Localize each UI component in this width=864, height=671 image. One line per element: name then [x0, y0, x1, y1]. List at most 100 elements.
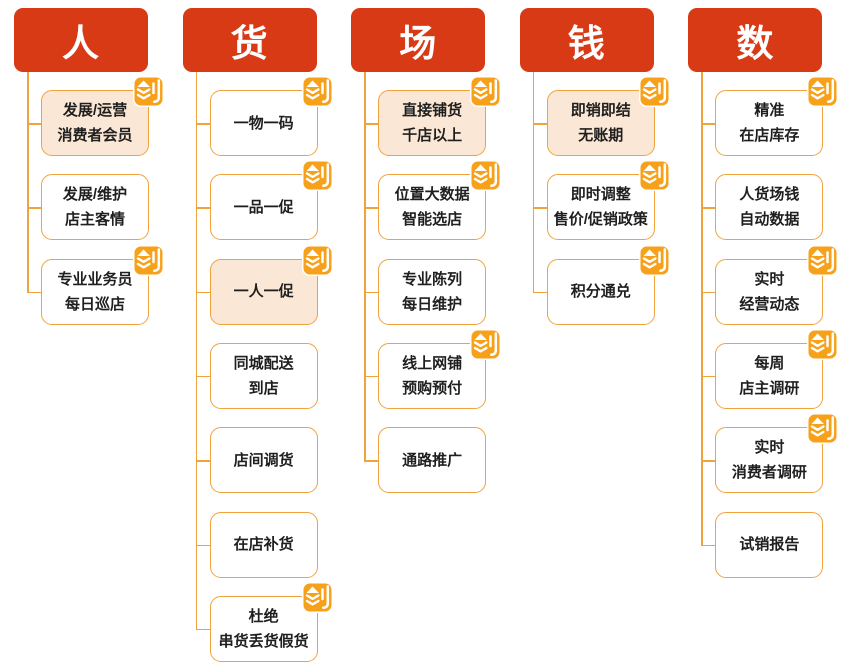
connector-trunk-line [27, 72, 29, 292]
node-label: 专业陈列 每日维护 [402, 270, 463, 313]
node-goods-5: 店间调货 [209, 427, 318, 494]
node-place-3: 专业陈列 每日维护 [378, 258, 487, 325]
node-label: 同城配送 到店 [233, 354, 294, 397]
node-label: 即销即结 无账期 [570, 102, 631, 144]
connector-branch-line [364, 207, 380, 209]
connector-branch-line [701, 460, 717, 462]
node-data-2: 人货场钱 自动数据 [715, 174, 824, 241]
chuang-innovation-badge-icon [807, 328, 839, 360]
connector-branch-line [195, 544, 211, 547]
node-label: 通路推广 [402, 451, 463, 469]
node-money-2: 即时调整 售价/促销政策 [546, 160, 670, 241]
connector-branch-line [195, 291, 211, 294]
connector-branch-line [701, 291, 717, 294]
node-money-1: 即销即结 无账期 [546, 76, 670, 156]
node-label: 人货场钱 自动数据 [739, 186, 800, 229]
chuang-innovation-badge-icon [133, 76, 164, 107]
connector-branch-line [701, 207, 717, 209]
node-label: 实时 消费者调研 [731, 439, 807, 482]
node-data-4: 每周 店主调研 [715, 328, 839, 409]
chuang-innovation-badge-icon [133, 244, 164, 276]
node-label: 每周 店主调研 [739, 354, 800, 397]
node-label: 发展/运营 消费者会员 [57, 102, 133, 144]
node-goods-4: 同城配送 到店 [209, 342, 318, 409]
connector-branch-line [195, 628, 211, 631]
pillar-header-people: 人 [14, 8, 148, 72]
chuang-innovation-badge-icon [301, 76, 333, 107]
chuang-innovation-badge-icon [470, 328, 502, 360]
node-label: 在店补货 [233, 536, 294, 553]
node-money-3: 积分通兑 [546, 244, 670, 325]
connector-branch-line [364, 291, 380, 294]
node-label: 精准 在店库存 [739, 102, 800, 144]
chuang-innovation-badge-icon [301, 244, 333, 276]
node-label: 杜绝 串货丢货假货 [218, 607, 309, 650]
chuang-innovation-badge-icon [638, 76, 670, 107]
connector-trunk-line [532, 72, 535, 292]
chuang-innovation-badge-icon [470, 160, 502, 192]
node-label: 一物一码 [233, 114, 294, 132]
chuang-innovation-badge-icon [807, 244, 839, 276]
node-goods-3: 一人一促 [209, 244, 333, 325]
connector-branch-line [27, 123, 42, 125]
node-goods-6: 在店补货 [209, 511, 318, 578]
connector-branch-line [364, 460, 380, 462]
connector-trunk-line [195, 72, 198, 629]
node-data-1: 精准 在店库存 [715, 76, 839, 156]
node-label: 积分通兑 [570, 283, 631, 301]
node-label: 发展/维护 店主客情 [62, 186, 128, 229]
node-label: 店间调货 [233, 451, 294, 469]
connector-trunk-line [364, 72, 366, 461]
node-people-3: 专业业务员 每日巡店 [41, 244, 164, 325]
node-data-3: 实时 经营动态 [715, 244, 839, 325]
pillar-header-place: 场 [351, 8, 486, 72]
connector-branch-line [701, 544, 717, 547]
connector-branch-line [701, 375, 717, 378]
chuang-innovation-badge-icon [807, 76, 839, 107]
connector-branch-line [195, 207, 211, 209]
connector-branch-line [195, 460, 211, 462]
node-place-2: 位置大数据 智能选店 [378, 160, 502, 241]
connector-branch-line [532, 291, 548, 294]
pillar-column-data: 数精准 在店库存人货场钱 自动数据实时 经营动态每周 店主调研实时 消费者调研试… [688, 8, 854, 668]
node-label: 即时调整 售价/促销政策 [553, 186, 648, 229]
connector-branch-line [364, 123, 380, 125]
node-label: 位置大数据 智能选店 [394, 186, 470, 229]
pillar-column-money: 钱即销即结 无账期即时调整 售价/促销政策积分通兑 [519, 8, 686, 668]
connector-branch-line [532, 123, 548, 125]
chuang-innovation-badge-icon [807, 413, 839, 445]
node-people-2: 发展/维护 店主客情 [41, 174, 149, 241]
node-goods-7: 杜绝 串货丢货假货 [209, 581, 333, 662]
node-data-6: 试销报告 [715, 511, 824, 578]
pillar-column-place: 场直接铺货 千店以上位置大数据 智能选店专业陈列 每日维护线上网铺 预购预付通路… [351, 8, 517, 668]
node-people-1: 发展/运营 消费者会员 [41, 76, 164, 156]
pillar-header-data: 数 [688, 8, 823, 72]
node-data-5: 实时 消费者调研 [715, 413, 839, 494]
connector-branch-line [195, 375, 211, 378]
node-goods-1: 一物一码 [209, 76, 333, 156]
node-place-1: 直接铺货 千店以上 [378, 76, 502, 156]
node-label: 线上网铺 预购预付 [402, 354, 463, 397]
node-label: 直接铺货 千店以上 [402, 102, 463, 144]
connector-branch-line [27, 207, 42, 209]
pillar-header-money: 钱 [519, 8, 654, 72]
node-label: 实时 经营动态 [739, 270, 800, 313]
chuang-innovation-badge-icon [301, 160, 333, 192]
connector-branch-line [27, 291, 42, 294]
chuang-innovation-badge-icon [638, 160, 670, 192]
pillar-column-people: 人发展/运营 消费者会员发展/维护 店主客情专业业务员 每日巡店 [14, 8, 180, 668]
node-place-4: 线上网铺 预购预付 [378, 328, 502, 409]
pillar-header-goods: 货 [182, 8, 317, 72]
node-label: 专业业务员 每日巡店 [57, 270, 133, 313]
node-goods-2: 一品一促 [209, 160, 333, 241]
node-label: 一人一促 [233, 283, 294, 301]
node-label: 一品一促 [233, 198, 294, 216]
connector-trunk-line [701, 72, 703, 545]
node-label: 试销报告 [739, 536, 800, 553]
connector-branch-line [364, 375, 380, 378]
chuang-innovation-badge-icon [638, 244, 670, 276]
connector-branch-line [532, 207, 548, 209]
pillar-column-goods: 货一物一码一品一促一人一促同城配送 到店店间调货在店补货杜绝 串货丢货假货 [182, 8, 349, 668]
connector-branch-line [195, 123, 211, 125]
